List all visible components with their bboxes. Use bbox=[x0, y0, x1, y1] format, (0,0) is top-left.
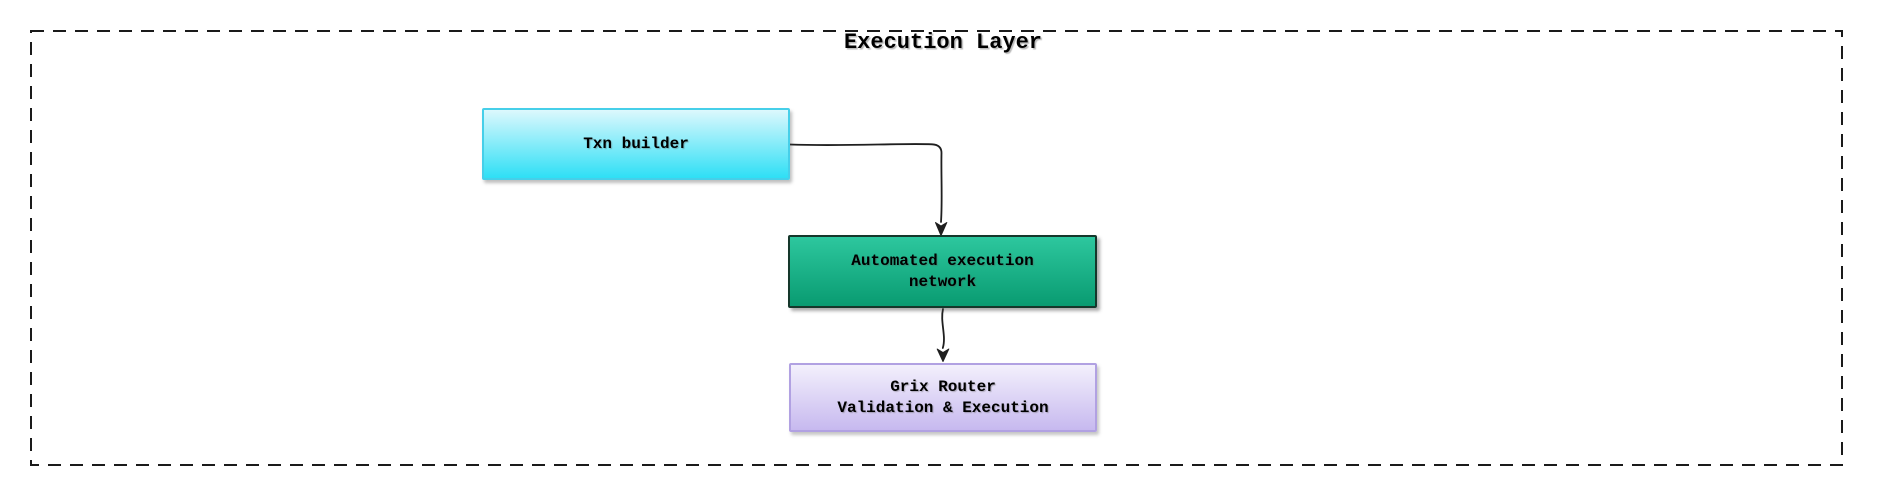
connector-txn-to-network bbox=[789, 143, 943, 223]
node-automated-execution-label-line1: Automated execution bbox=[851, 251, 1034, 270]
node-automated-execution-network: Automated execution network bbox=[788, 235, 1097, 308]
node-automated-execution-label-line2: network bbox=[908, 272, 977, 291]
arrowhead-txn-to-network bbox=[935, 222, 948, 236]
node-grix-router-label-line1: Grix Router bbox=[890, 377, 996, 396]
node-grix-router: Grix Router Validation & Execution bbox=[789, 363, 1097, 432]
connector-network-to-router bbox=[941, 308, 945, 349]
node-grix-router-label-line2: Validation & Execution bbox=[837, 398, 1049, 417]
node-txn-builder: Txn builder bbox=[482, 108, 790, 180]
arrowhead-network-to-router bbox=[936, 348, 950, 362]
node-txn-builder-label: Txn builder bbox=[583, 134, 689, 153]
diagram-title: Execution Layer bbox=[843, 30, 1043, 55]
